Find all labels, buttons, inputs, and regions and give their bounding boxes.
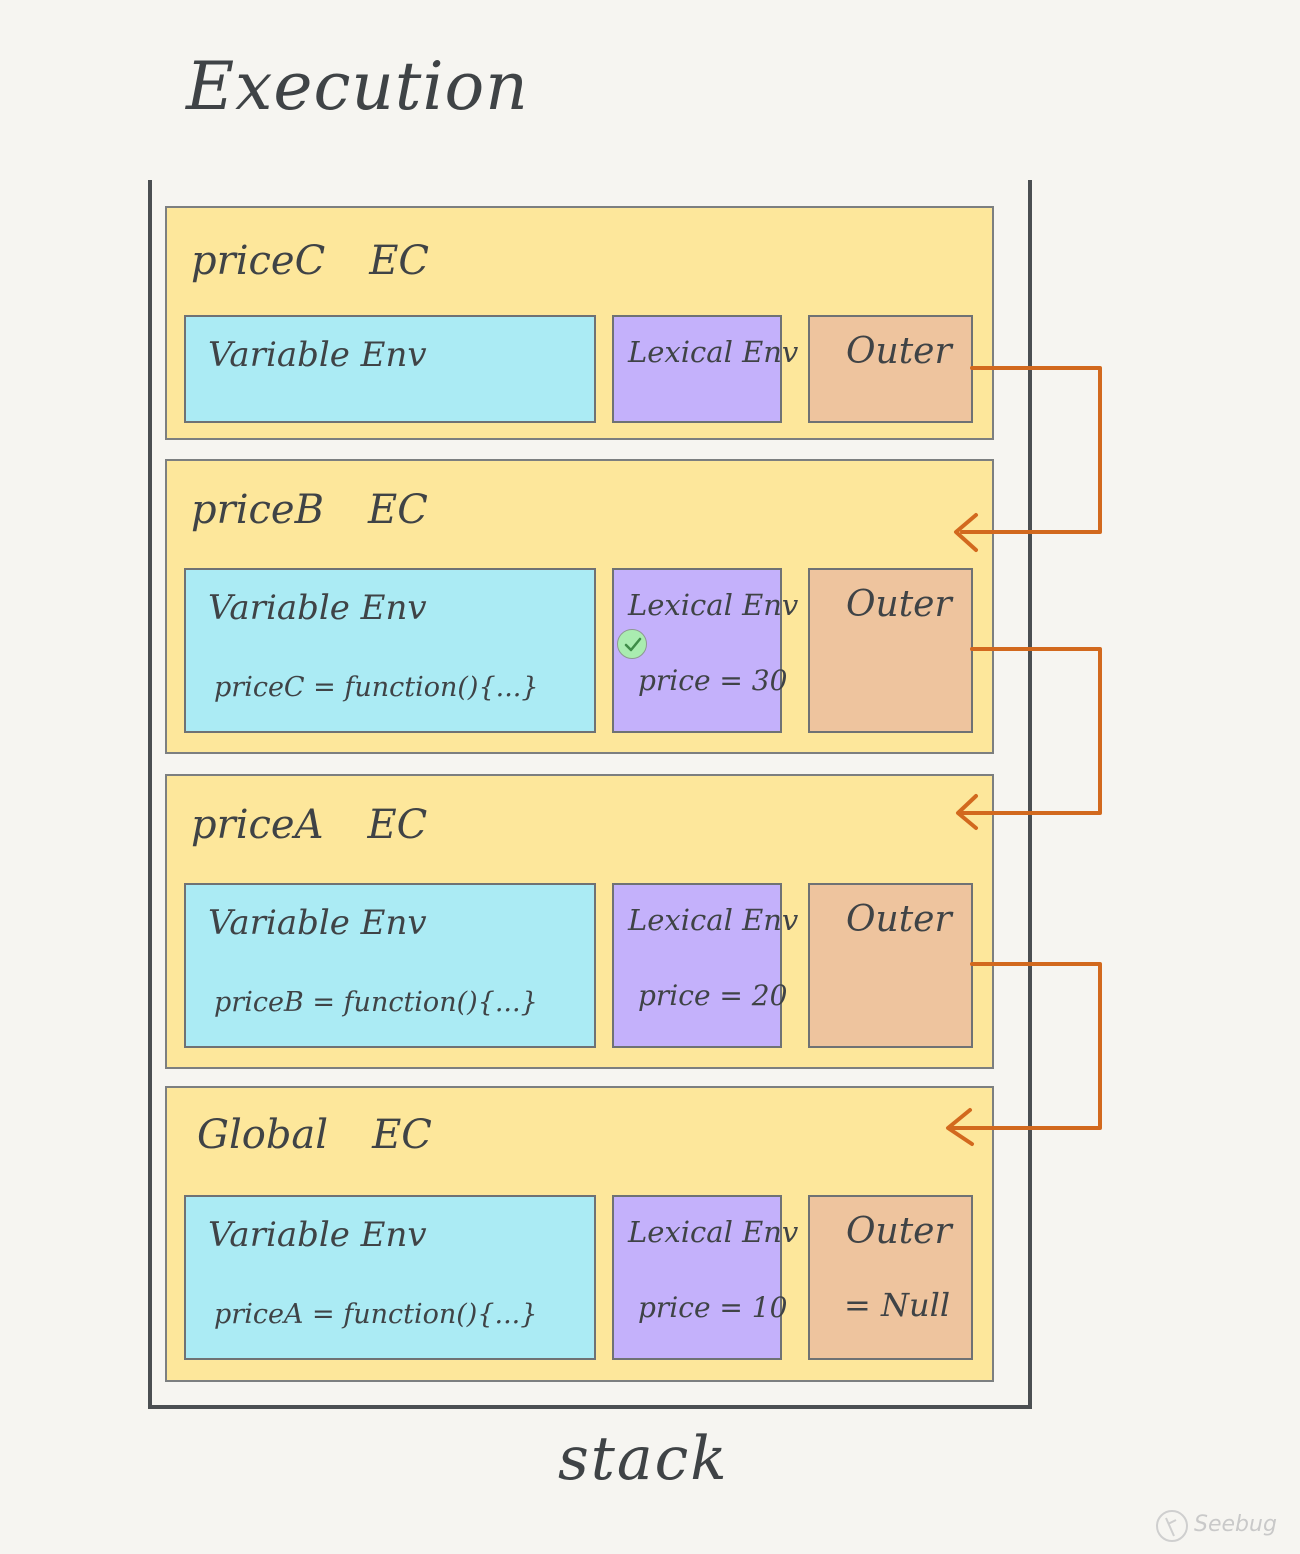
ec-frame-priceB: priceB EC Variable Env priceC = function(… <box>165 459 994 754</box>
outer-label: Outer <box>846 1211 952 1252</box>
lexical-env-value: price = 30 <box>638 664 788 697</box>
outer-label: Outer <box>846 899 952 940</box>
ec-name: Global <box>197 1112 329 1158</box>
lexical-env-label: Lexical Env <box>628 588 799 622</box>
ec-title: Global EC <box>197 1112 432 1158</box>
lexical-env-label: Lexical Env <box>628 1215 799 1249</box>
ec-frame-priceC: priceC EC Variable Env Lexical Env Outer <box>165 206 994 440</box>
arrow-priceC-to-priceB <box>960 366 1102 534</box>
variable-env-box: Variable Env priceB = function(){...} <box>184 883 596 1048</box>
ec-title: priceB EC <box>191 487 428 533</box>
lexical-env-box: Lexical Env <box>612 315 798 423</box>
variable-env-box: Variable Env priceC = function(){...} <box>184 568 596 733</box>
ec-name: priceC <box>191 238 326 284</box>
arrowhead-global <box>946 1108 974 1146</box>
ec-name: priceB <box>191 487 324 533</box>
seebug-logo-icon <box>1156 1510 1188 1542</box>
lexical-env-value: price = 20 <box>638 979 788 1012</box>
watermark-text: Seebug <box>1194 1512 1277 1537</box>
arrowhead-priceA <box>956 794 978 830</box>
variable-env-box: Variable Env <box>184 315 596 423</box>
lexical-env-label: Lexical Env <box>628 903 799 937</box>
outer-box: Outer <box>808 315 973 423</box>
stack-label: stack <box>558 1424 729 1494</box>
stack-container <box>148 180 1032 1409</box>
outer-label: Outer <box>846 584 952 625</box>
ec-tag: EC <box>368 487 428 533</box>
ec-name: priceA <box>191 802 324 848</box>
diagram-title: Execution <box>186 48 529 125</box>
lexical-env-box: Lexical Env price = 20 <box>612 883 798 1048</box>
ec-frame-priceA: priceA EC Variable Env priceB = function(… <box>165 774 994 1069</box>
ec-frame-global: Global EC Variable Env priceA = function(… <box>165 1086 994 1382</box>
outer-box: Outer <box>808 568 973 733</box>
variable-env-value: priceC = function(){...} <box>214 672 539 703</box>
arrow-group <box>946 366 1102 1146</box>
variable-env-box: Variable Env priceA = function(){...} <box>184 1195 596 1360</box>
variable-env-label: Variable Env <box>208 335 427 375</box>
ec-title: priceC EC <box>191 238 429 284</box>
lexical-env-label: Lexical Env <box>628 335 799 369</box>
check-mark <box>624 637 642 652</box>
arrow-priceB-to-priceA <box>960 647 1102 815</box>
outer-value: = Null <box>844 1286 951 1324</box>
outer-label: Outer <box>846 331 952 372</box>
check-circle-icon <box>617 629 647 659</box>
outer-box: Outer = Null <box>808 1195 973 1360</box>
lexical-env-box: Lexical Env price = 10 <box>612 1195 798 1360</box>
ec-tag: EC <box>372 1112 432 1158</box>
variable-env-value: priceA = function(){...} <box>214 1299 538 1330</box>
outer-box: Outer <box>808 883 973 1048</box>
arrow-priceA-to-global <box>948 962 1102 1130</box>
seebug-watermark: Seebug <box>1154 1508 1277 1548</box>
lexical-env-value: price = 10 <box>638 1291 788 1324</box>
variable-env-label: Variable Env <box>208 1215 427 1255</box>
ec-tag: EC <box>369 238 430 284</box>
ec-title: priceA EC <box>191 802 427 848</box>
variable-env-label: Variable Env <box>208 588 427 628</box>
arrowhead-priceB <box>954 513 978 552</box>
variable-env-value: priceB = function(){...} <box>214 987 538 1018</box>
variable-env-label: Variable Env <box>208 903 427 943</box>
ec-tag: EC <box>367 802 428 848</box>
